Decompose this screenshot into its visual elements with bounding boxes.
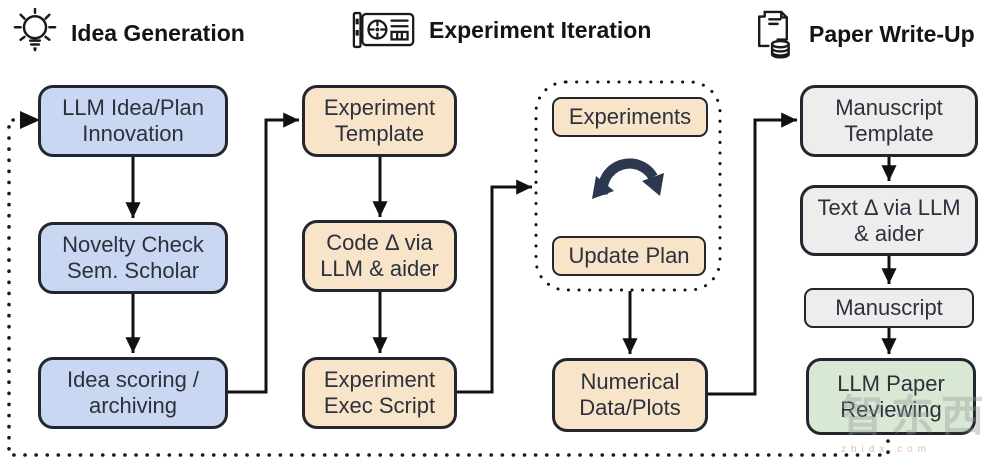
- node-manuscript: Manuscript: [804, 288, 974, 328]
- node-experiment-exec-script: Experiment Exec Script: [302, 357, 457, 429]
- node-manuscript-template: Manuscript Template: [800, 85, 978, 157]
- node-llm-idea-plan-innovation: LLM Idea/Plan Innovation: [38, 85, 228, 157]
- node-llm-paper-reviewing: LLM Paper Reviewing: [806, 358, 976, 435]
- experiment-loop-group-border: [534, 80, 722, 292]
- node-experiment-template: Experiment Template: [302, 85, 457, 157]
- paper-stack-icon: [758, 10, 790, 59]
- connector-numerical-to-manuscript: [708, 112, 797, 396]
- header-label-paper-writeup: Paper Write-Up: [809, 20, 975, 47]
- header-label-idea-generation: Idea Generation: [71, 19, 245, 46]
- node-experiments: Experiments: [552, 97, 708, 137]
- feedback-arrowhead: [20, 111, 40, 129]
- loop-cycle-icon: [592, 158, 664, 199]
- node-numerical-data-plots: Numerical Data/Plots: [552, 358, 708, 432]
- gpu-card-icon: [352, 11, 415, 49]
- connector-feedback-dotted: [7, 118, 890, 457]
- node-update-plan: Update Plan: [552, 236, 706, 276]
- connector-scoring-to-template: [228, 112, 299, 394]
- lightbulb-icon: [13, 8, 57, 52]
- node-novelty-check: Novelty Check Sem. Scholar: [38, 222, 228, 294]
- header-paper-writeup: Paper Write-Up: [750, 8, 975, 60]
- header-idea-generation: Idea Generation: [12, 8, 245, 58]
- connector-exec-to-loop: [457, 179, 532, 394]
- node-idea-scoring-archiving: Idea scoring / archiving: [38, 357, 228, 429]
- header-experiment-iteration: Experiment Iteration: [352, 8, 651, 52]
- header-label-experiment-iteration: Experiment Iteration: [429, 16, 652, 43]
- node-text-delta: Text Δ via LLM & aider: [800, 185, 978, 256]
- node-code-delta: Code Δ via LLM & aider: [302, 220, 457, 292]
